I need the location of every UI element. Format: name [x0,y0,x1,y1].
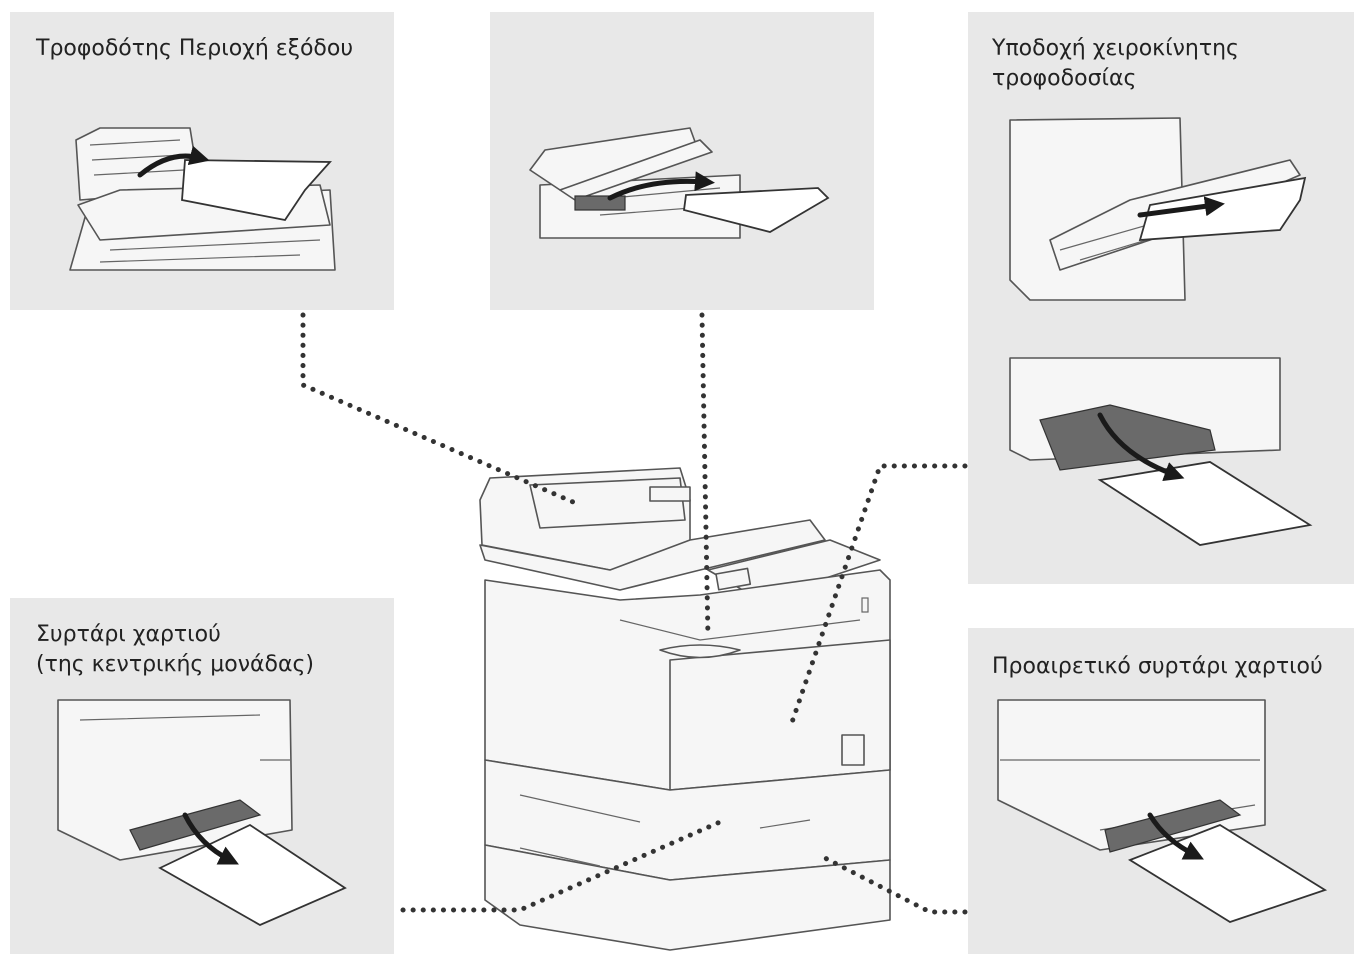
feeder-output-label: Τροφοδότης Περιοχή εξόδου [36,36,354,61]
leader-optional-drawer [822,855,968,915]
manual-feed-label-line1: Υποδοχή χειροκίνητης [992,36,1239,61]
optional-drawer-label: Προαιρετικό συρτάρι χαρτιού [992,654,1323,679]
leader-manual-feed [787,463,968,731]
main-drawer-label-line1: Συρτάρι χαρτιού [36,622,221,647]
optional-drawer-illustration [997,699,1328,923]
manual-feed-label-line2: τροφοδοσίας [992,66,1137,91]
feeder-illustration [69,127,336,271]
leader-main-drawer [400,819,723,913]
leader-feeder [300,312,583,508]
output-area-illustration [529,127,830,239]
leader-output-area [699,312,711,641]
main-drawer-illustration [57,699,347,927]
leader-lines [300,312,968,915]
main-drawer-label-line2: (της κεντρικής μονάδας) [36,652,314,677]
manual-feed-illustration [1009,117,1307,301]
inner-jam-illustration [1009,357,1313,546]
printer-illustration [479,467,891,951]
